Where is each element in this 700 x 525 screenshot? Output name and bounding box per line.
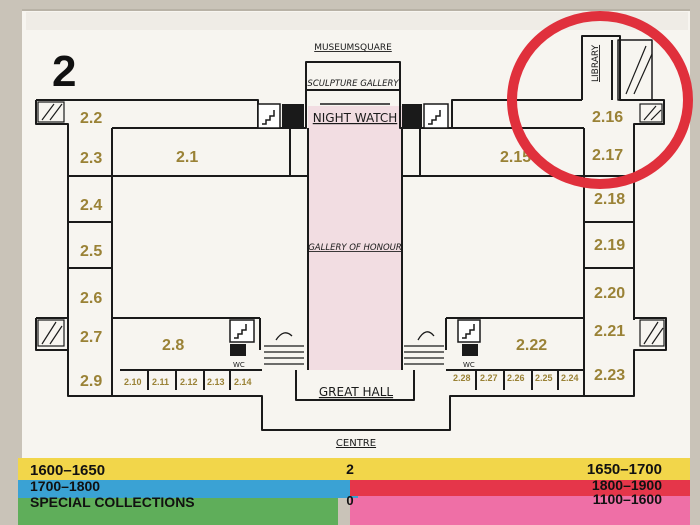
night-watch-label: NIGHT WATCH: [313, 111, 398, 125]
stairs-icon: [462, 324, 475, 339]
library-label: LIBRARY: [591, 44, 601, 82]
tab-blue: [18, 476, 358, 498]
room-2-19: 2.19: [594, 237, 625, 254]
room-2-22: 2.22: [516, 337, 547, 354]
tab-green-label: SPECIAL COLLECTIONS: [30, 494, 195, 510]
room-2-12: 2.12: [180, 377, 198, 387]
wc-label-left: WC: [233, 361, 245, 369]
tab-pink: [350, 492, 690, 525]
tab-green-center-label: 0: [346, 493, 353, 508]
room-numbers: 2.2 2.3 2.1 2.4 2.5 2.6 2.7 2.8 2.9 2.10…: [80, 109, 625, 390]
stairs-icon: [262, 110, 275, 125]
lift-icon: [402, 104, 422, 128]
plan-walls: [35, 35, 667, 431]
room-2-14: 2.14: [234, 377, 252, 387]
room-2-5: 2.5: [80, 243, 102, 260]
room-2-2: 2.2: [80, 110, 102, 127]
room-2-10: 2.10: [124, 377, 142, 387]
tab-yellow-left-label: 1600–1650: [30, 462, 105, 479]
room-2-6: 2.6: [80, 290, 102, 307]
grand-staircase-left: [264, 332, 304, 365]
tab-yellow-center-label: 2: [346, 461, 354, 477]
room-2-24: 2.24: [561, 373, 579, 383]
room-2-13: 2.13: [207, 377, 225, 387]
gallery-of-honour-label: GALLERY OF HONOUR: [308, 243, 402, 253]
room-2-28: 2.28: [453, 373, 471, 383]
room-2-23: 2.23: [594, 367, 625, 384]
room-2-18: 2.18: [594, 191, 625, 208]
room-2-1: 2.1: [176, 149, 198, 166]
tab-red-label: 1800–1900: [592, 477, 662, 493]
centre-label: CENTRE: [336, 438, 376, 449]
room-2-27: 2.27: [480, 373, 498, 383]
tab-yellow: [18, 458, 690, 480]
floor-number: 2: [52, 47, 76, 96]
room-2-26: 2.26: [507, 373, 525, 383]
tab-pink-label: 1100–1600: [593, 491, 663, 507]
room-2-3: 2.3: [80, 150, 102, 167]
room-2-16: 2.16: [592, 109, 623, 126]
great-hall-label: GREAT HALL: [319, 385, 394, 399]
room-2-7: 2.7: [80, 329, 102, 346]
tab-yellow-right-label: 1650–1700: [587, 461, 662, 478]
room-2-8: 2.8: [162, 337, 184, 354]
stairs-icon: [428, 110, 441, 125]
wc-label-right: WC: [463, 361, 475, 369]
sculpture-gallery-label: SCULPTURE GALLERY: [307, 79, 399, 89]
room-2-11: 2.11: [152, 377, 169, 387]
room-2-15: 2.15: [500, 149, 531, 166]
room-2-21: 2.21: [594, 323, 625, 340]
room-2-4: 2.4: [80, 197, 102, 214]
lift-icon: [462, 344, 478, 356]
lift-icon: [282, 104, 304, 128]
grand-staircase-right: [404, 331, 444, 365]
hatched-areas: [37, 45, 665, 347]
room-2-17: 2.17: [592, 147, 623, 164]
room-2-25: 2.25: [535, 373, 553, 383]
room-2-20: 2.20: [594, 285, 625, 302]
tab-blue-label: 1700–1800: [30, 478, 100, 494]
lift-icon: [230, 344, 246, 356]
room-2-9: 2.9: [80, 373, 102, 390]
color-tabs: 1600–1650 2 1650–1700 1700–1800 1800–190…: [18, 458, 690, 525]
museumsquare-label: MUSEUMSQUARE: [314, 43, 392, 53]
highlight-circle: [507, 11, 693, 189]
stairs-lift-icons: [229, 103, 481, 365]
stairs-icon: [234, 324, 247, 339]
